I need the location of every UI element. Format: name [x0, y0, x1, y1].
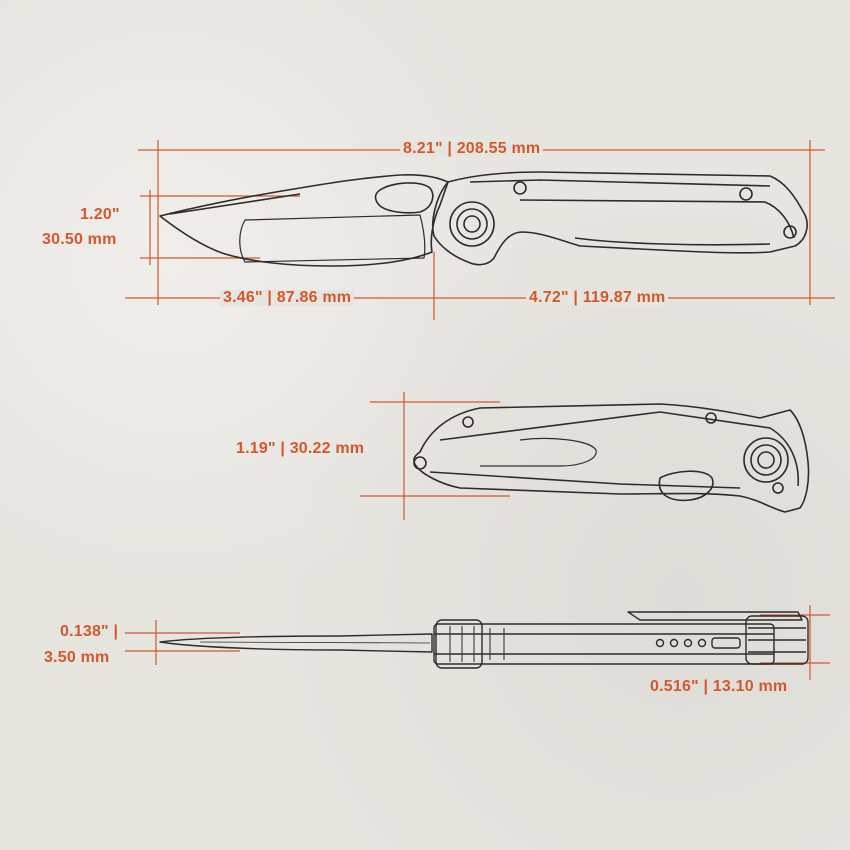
closed-height-label: 1.19" | 30.22 mm [236, 440, 365, 457]
open-knife-drawing [159, 171, 808, 267]
handle-thickness-label: 0.516" | 13.10 mm [650, 678, 788, 695]
blade-height-mm-label: 30.50 mm [42, 231, 117, 248]
overall-length-label: 8.21" | 208.55 mm [400, 141, 544, 157]
closed-knife-drawing [413, 403, 810, 513]
blade-height-inch-label: 1.20" [80, 206, 120, 223]
dimension-lines [125, 140, 835, 680]
blade-thickness-mm-label: 3.50 mm [44, 649, 110, 666]
handle-length-label: 4.72" | 119.87 mm [526, 290, 669, 306]
blade-thickness-inch-label: 0.138" | [60, 623, 119, 640]
blade-length-label: 3.46" | 87.86 mm [220, 290, 355, 306]
spine-view-drawing [159, 611, 809, 669]
